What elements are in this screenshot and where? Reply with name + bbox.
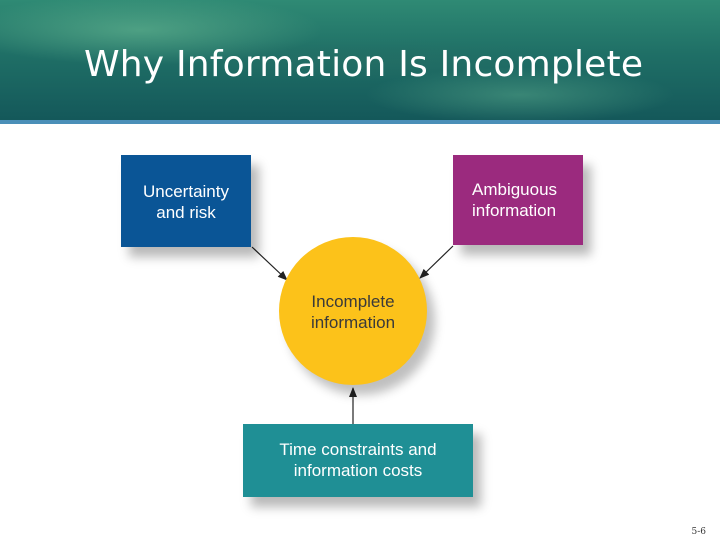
slide-header xyxy=(0,0,720,120)
node-label-line: information xyxy=(472,201,557,220)
node-ambiguous-information: Ambiguous information xyxy=(453,155,583,245)
center-label-line: information xyxy=(310,313,396,332)
node-uncertainty-and-risk: Uncertainty and risk xyxy=(121,155,251,247)
node-label-line: Time constraints and xyxy=(279,440,437,459)
node-label-line: Uncertainty xyxy=(143,182,229,201)
node-label-line: Ambiguous xyxy=(472,180,558,199)
arrow-ambiguous-to-center xyxy=(419,245,454,279)
arrow-uncertainty-to-center xyxy=(251,246,288,281)
node-label-line: information costs xyxy=(293,461,423,480)
node-label-line: and risk xyxy=(156,203,216,222)
node-incomplete-information: Incomplete information xyxy=(279,237,427,385)
center-label-line: Incomplete xyxy=(311,292,395,311)
page-number: 5-6 xyxy=(691,527,707,537)
header-divider xyxy=(0,120,720,124)
node-time-constraints: Time constraints and information costs xyxy=(243,424,473,497)
slide-title: Why Information Is Incomplete xyxy=(84,44,644,85)
